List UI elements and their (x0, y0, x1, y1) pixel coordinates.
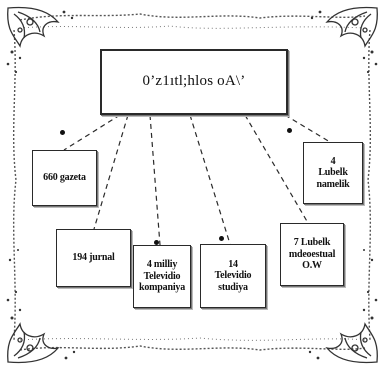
connector-dot-c (154, 240, 159, 245)
central-title-label: 0’z1ıtl;hlos oA\’ (142, 73, 246, 90)
node-tv-companies-label: 4 milliy Televidio kompaniya (139, 259, 185, 294)
node-journals-label: 194 jurnal (72, 252, 115, 264)
node-tv-studios: 14 Televidio studiya (200, 244, 266, 308)
node-box-e-label: 7 Lubelk mdeoestual O.W (288, 237, 336, 272)
central-title-box: 0’z1ıtl;hlos oA\’ (100, 49, 288, 115)
node-box-e: 7 Lubelk mdeoestual O.W (280, 223, 344, 286)
node-tv-studios-label: 14 Televidio studiya (214, 258, 252, 293)
corner-ornament-top-right (325, 6, 378, 48)
node-tv-companies: 4 milliy Televidio kompaniya (133, 245, 191, 308)
node-newspapers-label: 660 gazeta (43, 172, 86, 184)
corner-ornament-bottom-left (7, 322, 60, 364)
corner-ornament-top-left (7, 6, 60, 48)
node-box-f: 4 Lubelk namelik (303, 142, 363, 204)
connector-dot-d (219, 236, 224, 241)
node-box-f-label: 4 Lubelk namelik (316, 155, 350, 190)
connector-dot-f (287, 128, 292, 133)
corner-ornament-bottom-right (325, 322, 378, 364)
connector-dot-a (60, 130, 65, 135)
node-newspapers: 660 gazeta (32, 150, 97, 206)
node-journals: 194 jurnal (56, 229, 131, 287)
